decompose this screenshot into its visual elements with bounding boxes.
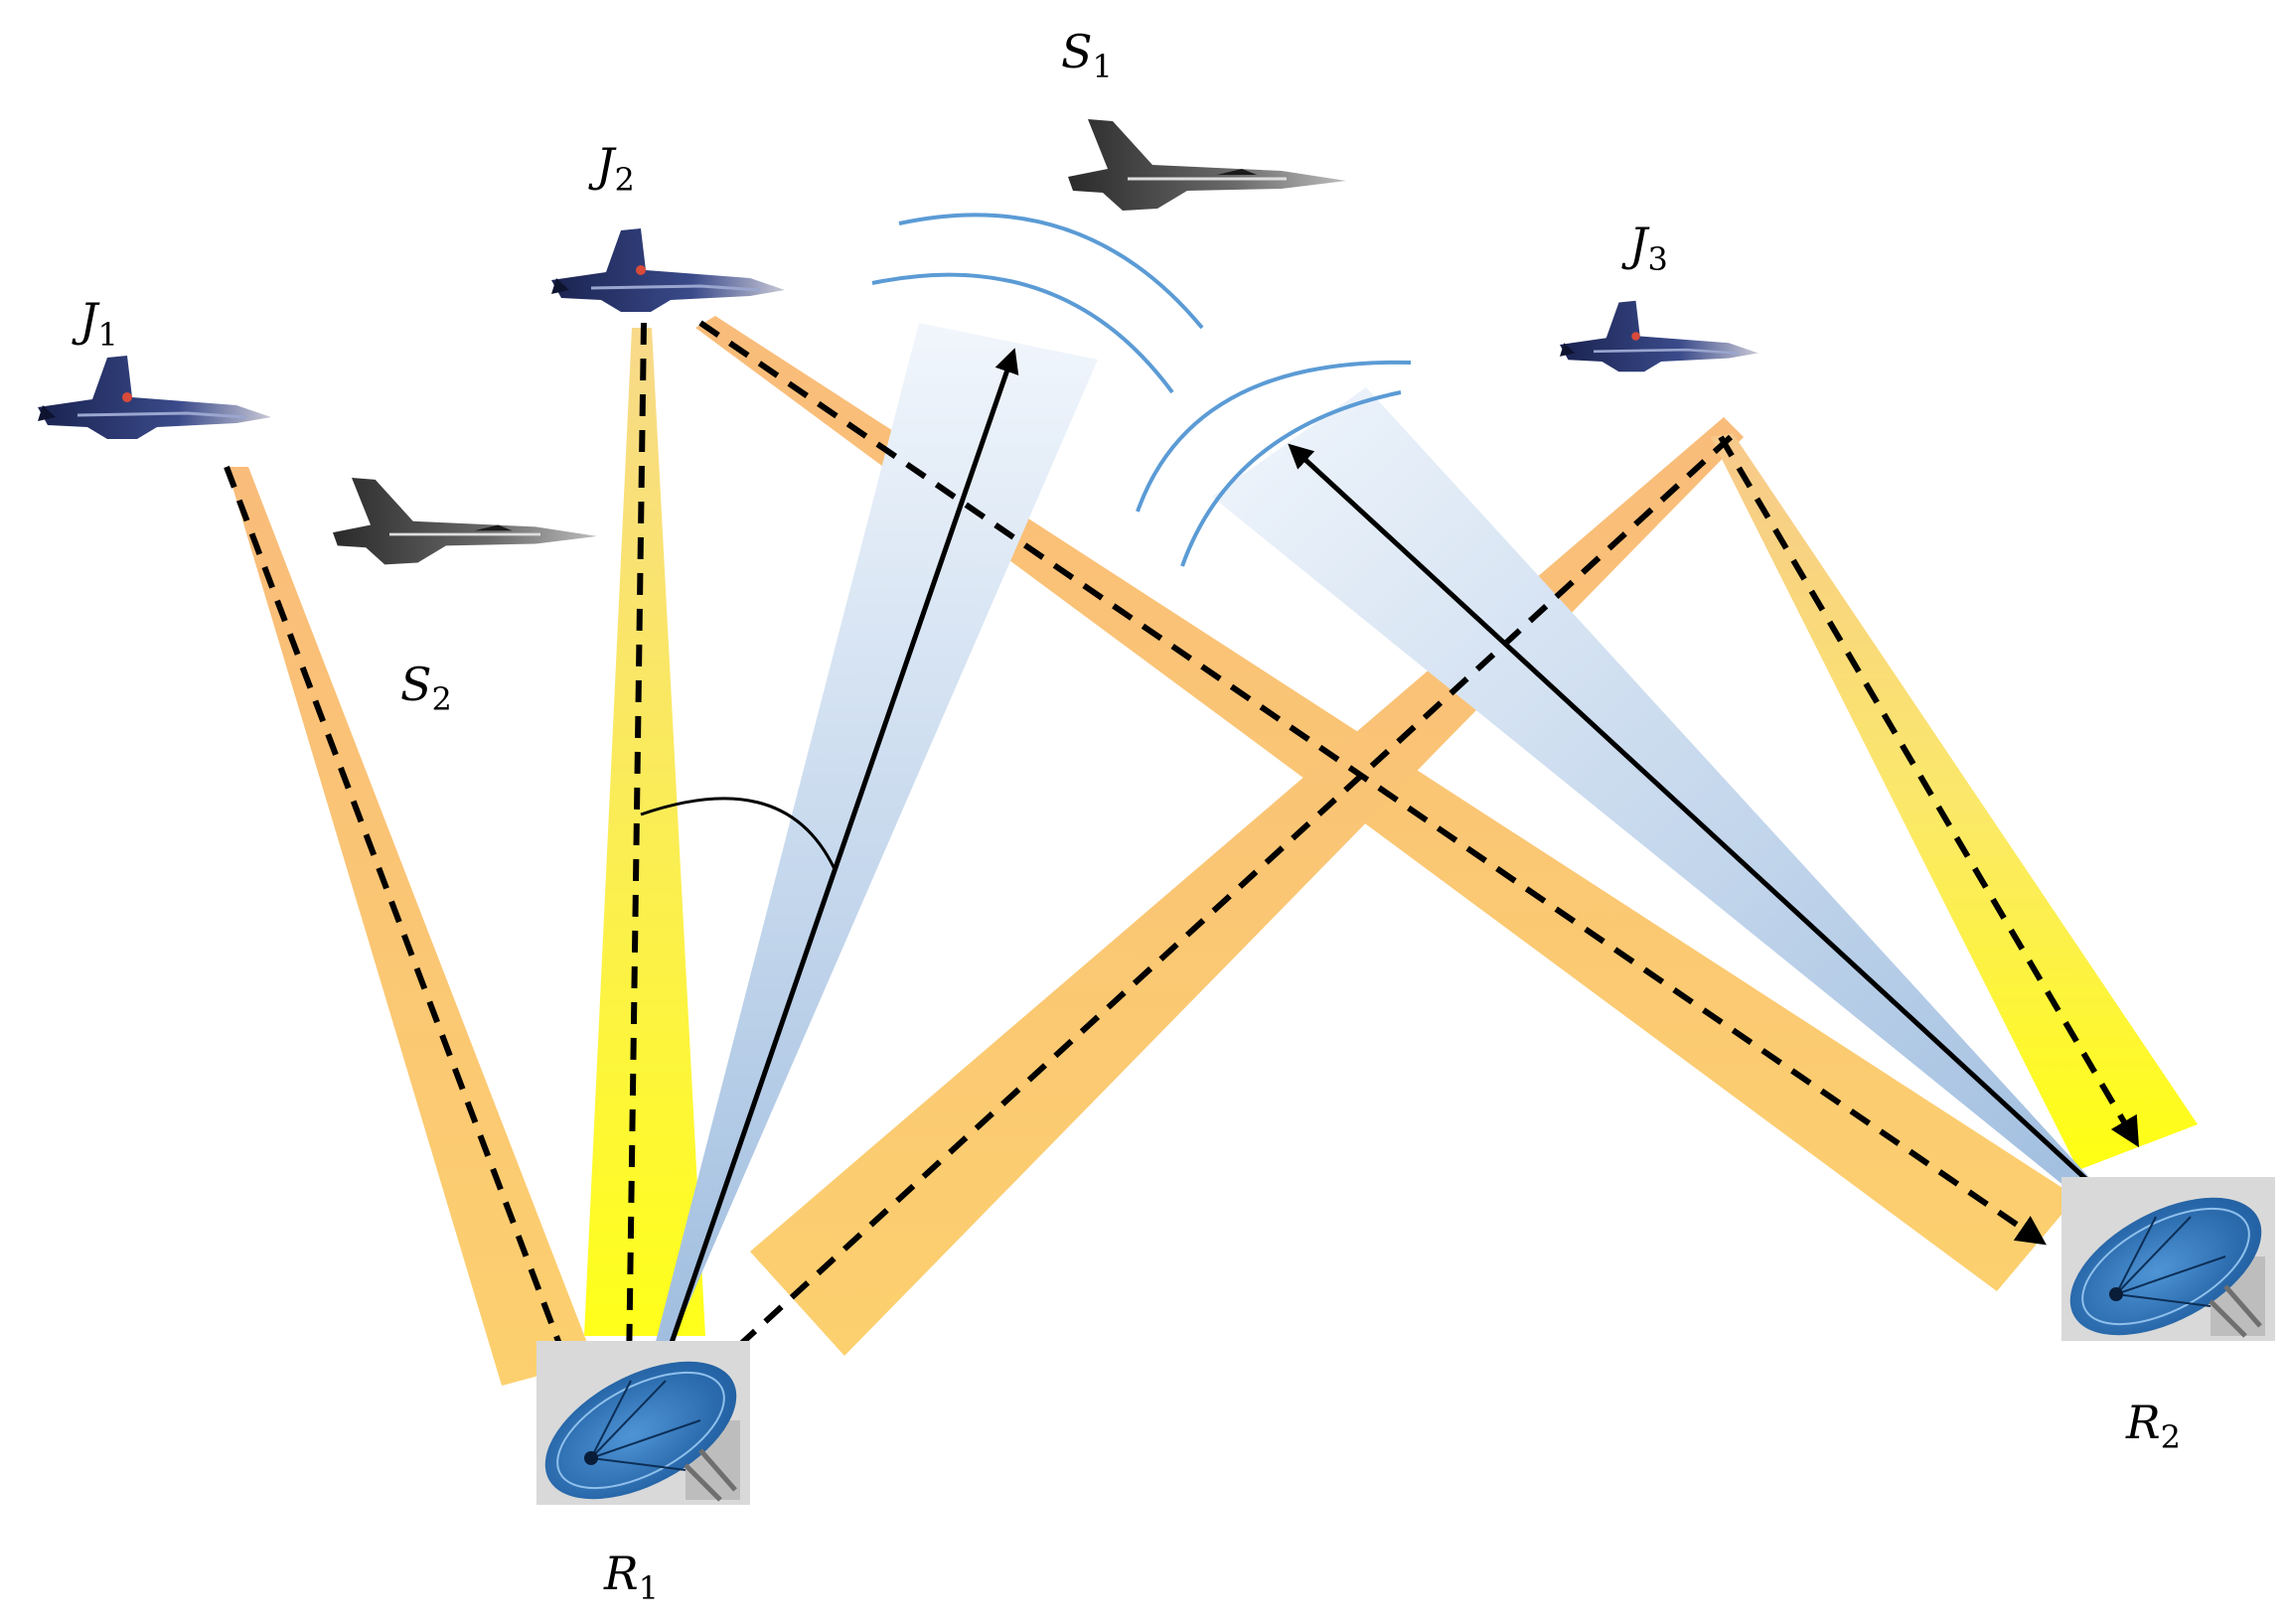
jamming-arrow-j3-r2 — [1718, 435, 2140, 1148]
radar-dish-icon — [2048, 1169, 2283, 1364]
jamming-arrow-j1-r1 — [224, 465, 598, 1436]
echo-wavefronts-s1 — [871, 213, 1412, 567]
label-j3: J3 — [1621, 218, 1668, 278]
angle-arc — [640, 797, 837, 870]
jamming-beam-j1-r1 — [227, 467, 594, 1386]
jamming-beam-j2-r2 — [695, 316, 2076, 1291]
jammer-aircraft-icon — [1558, 299, 1760, 373]
radar-dish-icon — [523, 1333, 758, 1528]
target-aircraft-icon — [331, 476, 599, 566]
jammer-aircraft-icon — [549, 226, 787, 314]
radar-beam-r2 — [1212, 387, 2116, 1212]
radar-beam-r1 — [651, 323, 1098, 1361]
jammer-aircraft-icon — [36, 354, 273, 441]
label-r1: R1 — [603, 1547, 659, 1607]
jamming-beam-j3-r2 — [1711, 433, 2198, 1170]
radar-arrow-r2-s1 — [1288, 443, 2118, 1209]
jamming-arrow-j2-r1 — [613, 322, 647, 1446]
label-r2: R2 — [2125, 1396, 2181, 1456]
target-aircraft-icon — [1066, 117, 1348, 213]
jamming-arrow-j3-r1 — [631, 434, 1734, 1445]
jamming-arrow-j2-r2 — [698, 320, 2047, 1246]
label-j2: J2 — [588, 138, 635, 199]
label-s2: S2 — [400, 658, 452, 718]
radar-arrow-r1-s1 — [661, 348, 1019, 1367]
label-j1: J1 — [72, 293, 118, 354]
label-s1: S1 — [1061, 25, 1113, 85]
jamming-beam-j2-r1 — [584, 328, 705, 1336]
